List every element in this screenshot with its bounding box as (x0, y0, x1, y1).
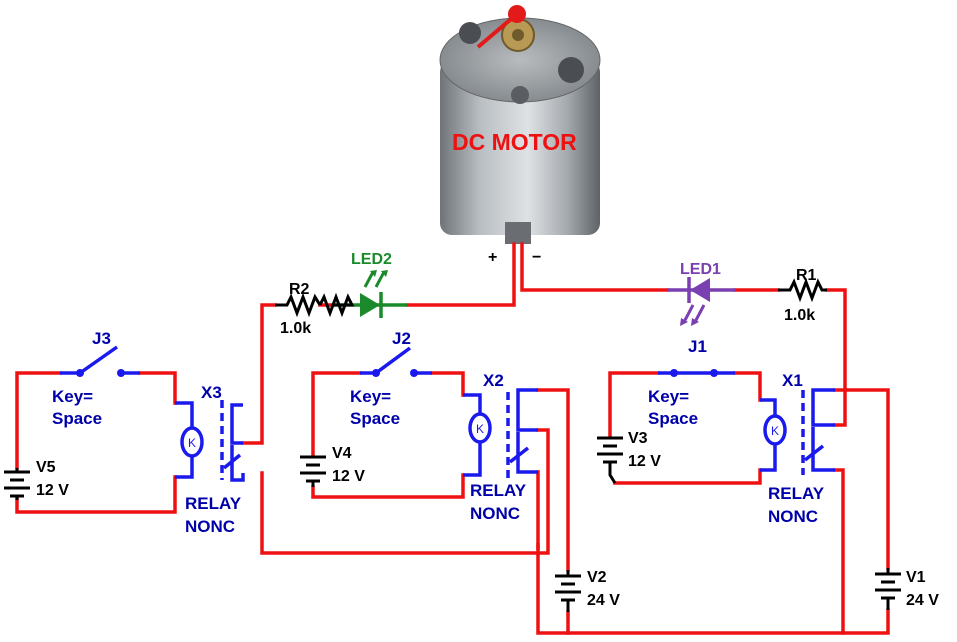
r2-label: R2 (289, 281, 310, 298)
battery-v2: V2 24 V (555, 569, 620, 612)
switch-j1[interactable]: J1 Key= Space (648, 337, 735, 428)
led1: LED1 (668, 261, 735, 326)
x1-coil-label: K (771, 424, 779, 438)
x1-type-2: NONC (768, 507, 818, 526)
rotation-indicator (508, 5, 526, 23)
v2-label: V2 (587, 569, 607, 586)
v5-label: V5 (36, 459, 56, 476)
x1-label: X1 (782, 371, 803, 390)
resistor-r2: R2 1.0k (275, 281, 355, 337)
motor-label: DC MOTOR (452, 129, 577, 155)
x3-coil-label: K (188, 436, 196, 450)
battery-v3: V3 12 V (597, 430, 661, 484)
battery-v5: V5 12 V (4, 459, 69, 500)
j3-key-value: Space (52, 409, 102, 428)
v4-label: V4 (332, 445, 352, 462)
x1-type: RELAY (768, 484, 825, 503)
wires (15, 242, 890, 635)
j3-label: J3 (92, 329, 111, 348)
x2-type: RELAY (470, 481, 527, 500)
v3-value: 12 V (628, 453, 661, 470)
relay-x2: K X2 RELAY NONC (463, 371, 538, 523)
j1-label: J1 (688, 337, 707, 356)
switch-j2[interactable]: J2 Key= Space (350, 329, 432, 428)
x3-label: X3 (201, 383, 222, 402)
x2-label: X2 (483, 371, 504, 390)
resistor-r1: R1 1.0k (778, 267, 827, 324)
battery-v4: V4 12 V (300, 445, 365, 487)
battery-v1: V1 24 V (875, 568, 939, 610)
r1-value: 1.0k (784, 307, 815, 324)
x2-type-2: NONC (470, 504, 520, 523)
v3-label: V3 (628, 430, 648, 447)
j2-key-value: Space (350, 409, 400, 428)
led1-label: LED1 (680, 261, 721, 278)
j2-key: Key= (350, 387, 391, 406)
relay-x3: K X3 RELAY NONC (175, 383, 245, 536)
motor-plus: + (488, 249, 497, 266)
led2-label: LED2 (351, 251, 392, 268)
motor-minus: − (532, 249, 541, 266)
dc-motor: DC MOTOR + − (439, 5, 601, 266)
r1-label: R1 (796, 267, 817, 284)
r2-value: 1.0k (280, 320, 311, 337)
v4-value: 12 V (332, 468, 365, 485)
j1-key: Key= (648, 387, 689, 406)
j1-key-value: Space (648, 409, 698, 428)
v2-value: 24 V (587, 592, 620, 609)
j3-key: Key= (52, 387, 93, 406)
switch-j3[interactable]: J3 Key= Space (52, 329, 140, 428)
x3-type: RELAY (185, 494, 242, 513)
j2-label: J2 (392, 329, 411, 348)
v1-value: 24 V (906, 592, 939, 609)
led2: LED2 (333, 251, 407, 318)
v5-value: 12 V (36, 482, 69, 499)
x3-type-2: NONC (185, 517, 235, 536)
relay-x1: K X1 RELAY NONC (760, 371, 835, 526)
v1-label: V1 (906, 569, 926, 586)
x2-coil-label: K (476, 422, 484, 436)
